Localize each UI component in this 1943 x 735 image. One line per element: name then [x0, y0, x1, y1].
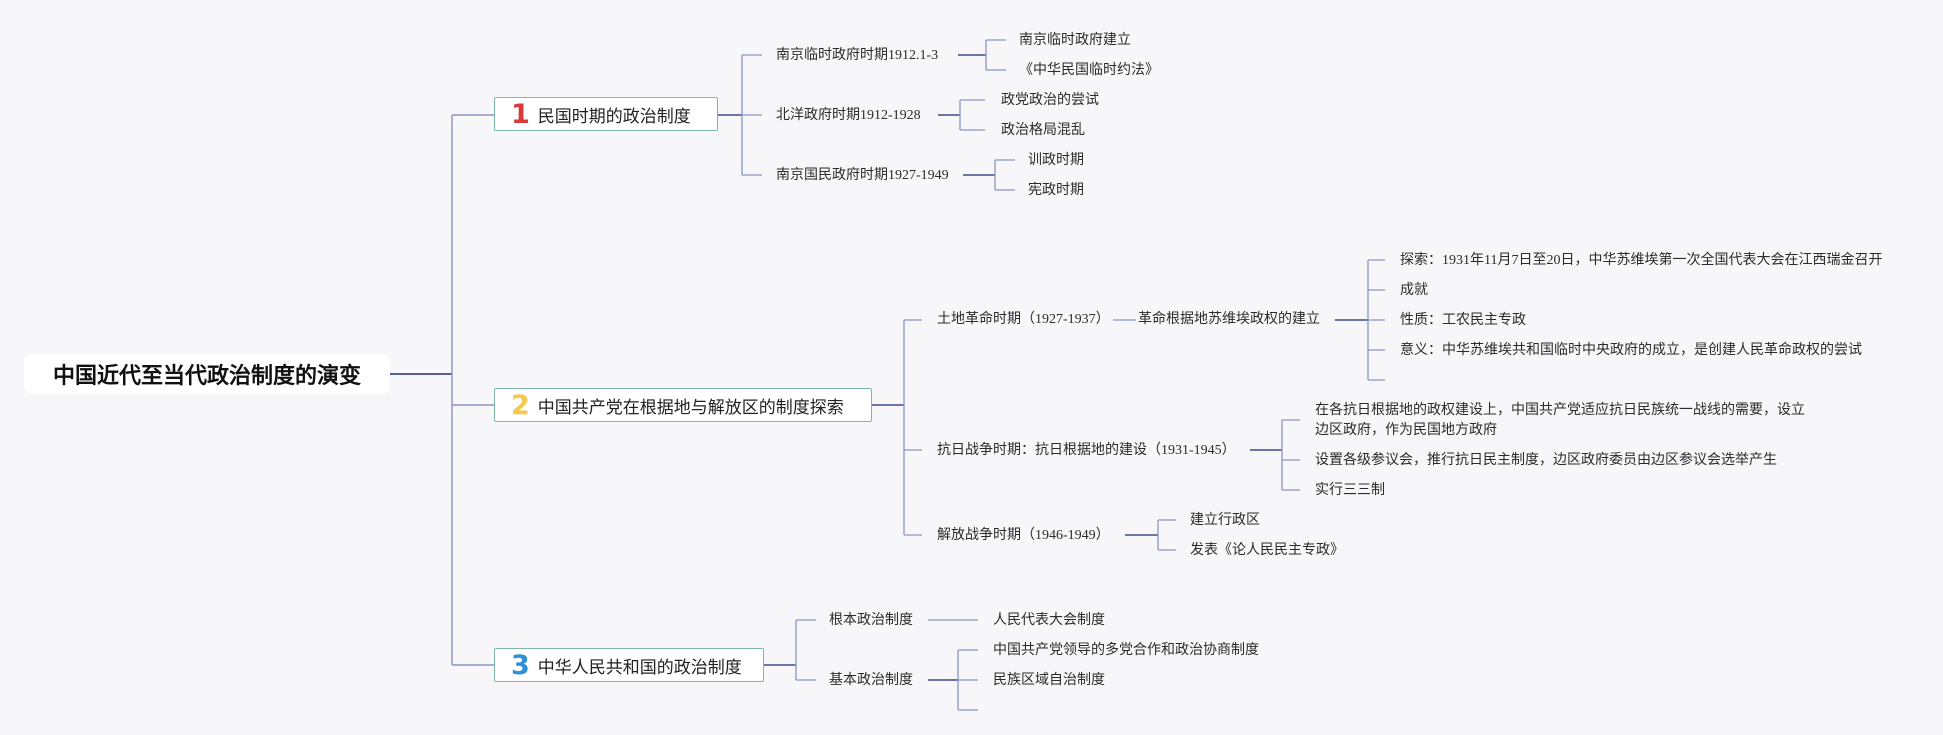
leaf-topic[interactable]: 中国共产党领导的多党合作和政治协商制度 — [993, 643, 1259, 658]
leaf-topic[interactable]: 南京临时政府建立 — [1019, 33, 1131, 48]
leaf-topic[interactable]: 意义：中华苏维埃共和国临时中央政府的成立，是创建人民革命政权的尝试 — [1400, 343, 1862, 358]
leaf-topic[interactable]: 民族区域自治制度 — [993, 673, 1105, 688]
subtopic[interactable]: 基本政治制度 — [829, 673, 913, 688]
leaf-topic[interactable]: 政党政治的尝试 — [1001, 93, 1099, 108]
leaf-topic[interactable]: 在各抗日根据地的政权建设上，中国共产党适应抗日民族统一战线的需要，设立边区政府，… — [1315, 403, 1805, 438]
branch-label: 中华人民共和国的政治制度 — [537, 657, 742, 678]
subtopic[interactable]: 土地革命时期（1927-1937） — [937, 312, 1110, 327]
leaf-topic[interactable]: 成就 — [1400, 283, 1428, 298]
subtopic[interactable]: 北洋政府时期1912-1928 — [776, 108, 921, 123]
branch-3[interactable]: 3 中华人民共和国的政治制度 — [494, 648, 764, 682]
leaf-topic[interactable]: 性质：工农民主专政 — [1400, 313, 1526, 328]
branch-label: 中国共产党在根据地与解放区的制度探索 — [537, 397, 844, 418]
leaf-topic[interactable]: 政治格局混乱 — [1001, 123, 1085, 138]
leaf-topic[interactable]: 宪政时期 — [1028, 183, 1084, 198]
subtopic[interactable]: 南京国民政府时期1927-1949 — [776, 168, 949, 183]
root-topic[interactable]: 中国近代至当代政治制度的演变 — [24, 354, 390, 394]
subtopic[interactable]: 根本政治制度 — [829, 613, 913, 628]
branch-2[interactable]: 2 中国共产党在根据地与解放区的制度探索 — [494, 388, 872, 422]
leaf-topic[interactable]: 实行三三制 — [1315, 483, 1385, 498]
leaf-topic[interactable]: 发表《论人民民主专政》 — [1190, 543, 1344, 558]
subtopic[interactable]: 南京临时政府时期1912.1-3 — [776, 48, 939, 63]
branch-number: 1 — [511, 98, 530, 130]
subtopic[interactable]: 解放战争时期（1946-1949） — [937, 528, 1110, 543]
leaf-topic[interactable]: 探索：1931年11月7日至20日，中华苏维埃第一次全国代表大会在江西瑞金召开 — [1400, 253, 1883, 268]
leaf-topic[interactable]: 训政时期 — [1028, 153, 1084, 168]
leaf-topic[interactable]: 建立行政区 — [1190, 513, 1260, 528]
leaf-topic[interactable]: 人民代表大会制度 — [993, 613, 1105, 628]
branch-1[interactable]: 1 民国时期的政治制度 — [494, 97, 718, 131]
branch-number: 2 — [511, 389, 530, 421]
leaf-topic[interactable]: 设置各级参议会，推行抗日民主制度，边区政府委员由边区参议会选举产生 — [1315, 453, 1777, 468]
branch-label: 民国时期的政治制度 — [537, 106, 691, 127]
subtopic-detail[interactable]: 革命根据地苏维埃政权的建立 — [1138, 312, 1320, 327]
subtopic[interactable]: 抗日战争时期：抗日根据地的建设（1931-1945） — [937, 443, 1236, 458]
leaf-topic[interactable]: 《中华民国临时约法》 — [1019, 63, 1159, 78]
branch-number: 3 — [511, 649, 530, 681]
